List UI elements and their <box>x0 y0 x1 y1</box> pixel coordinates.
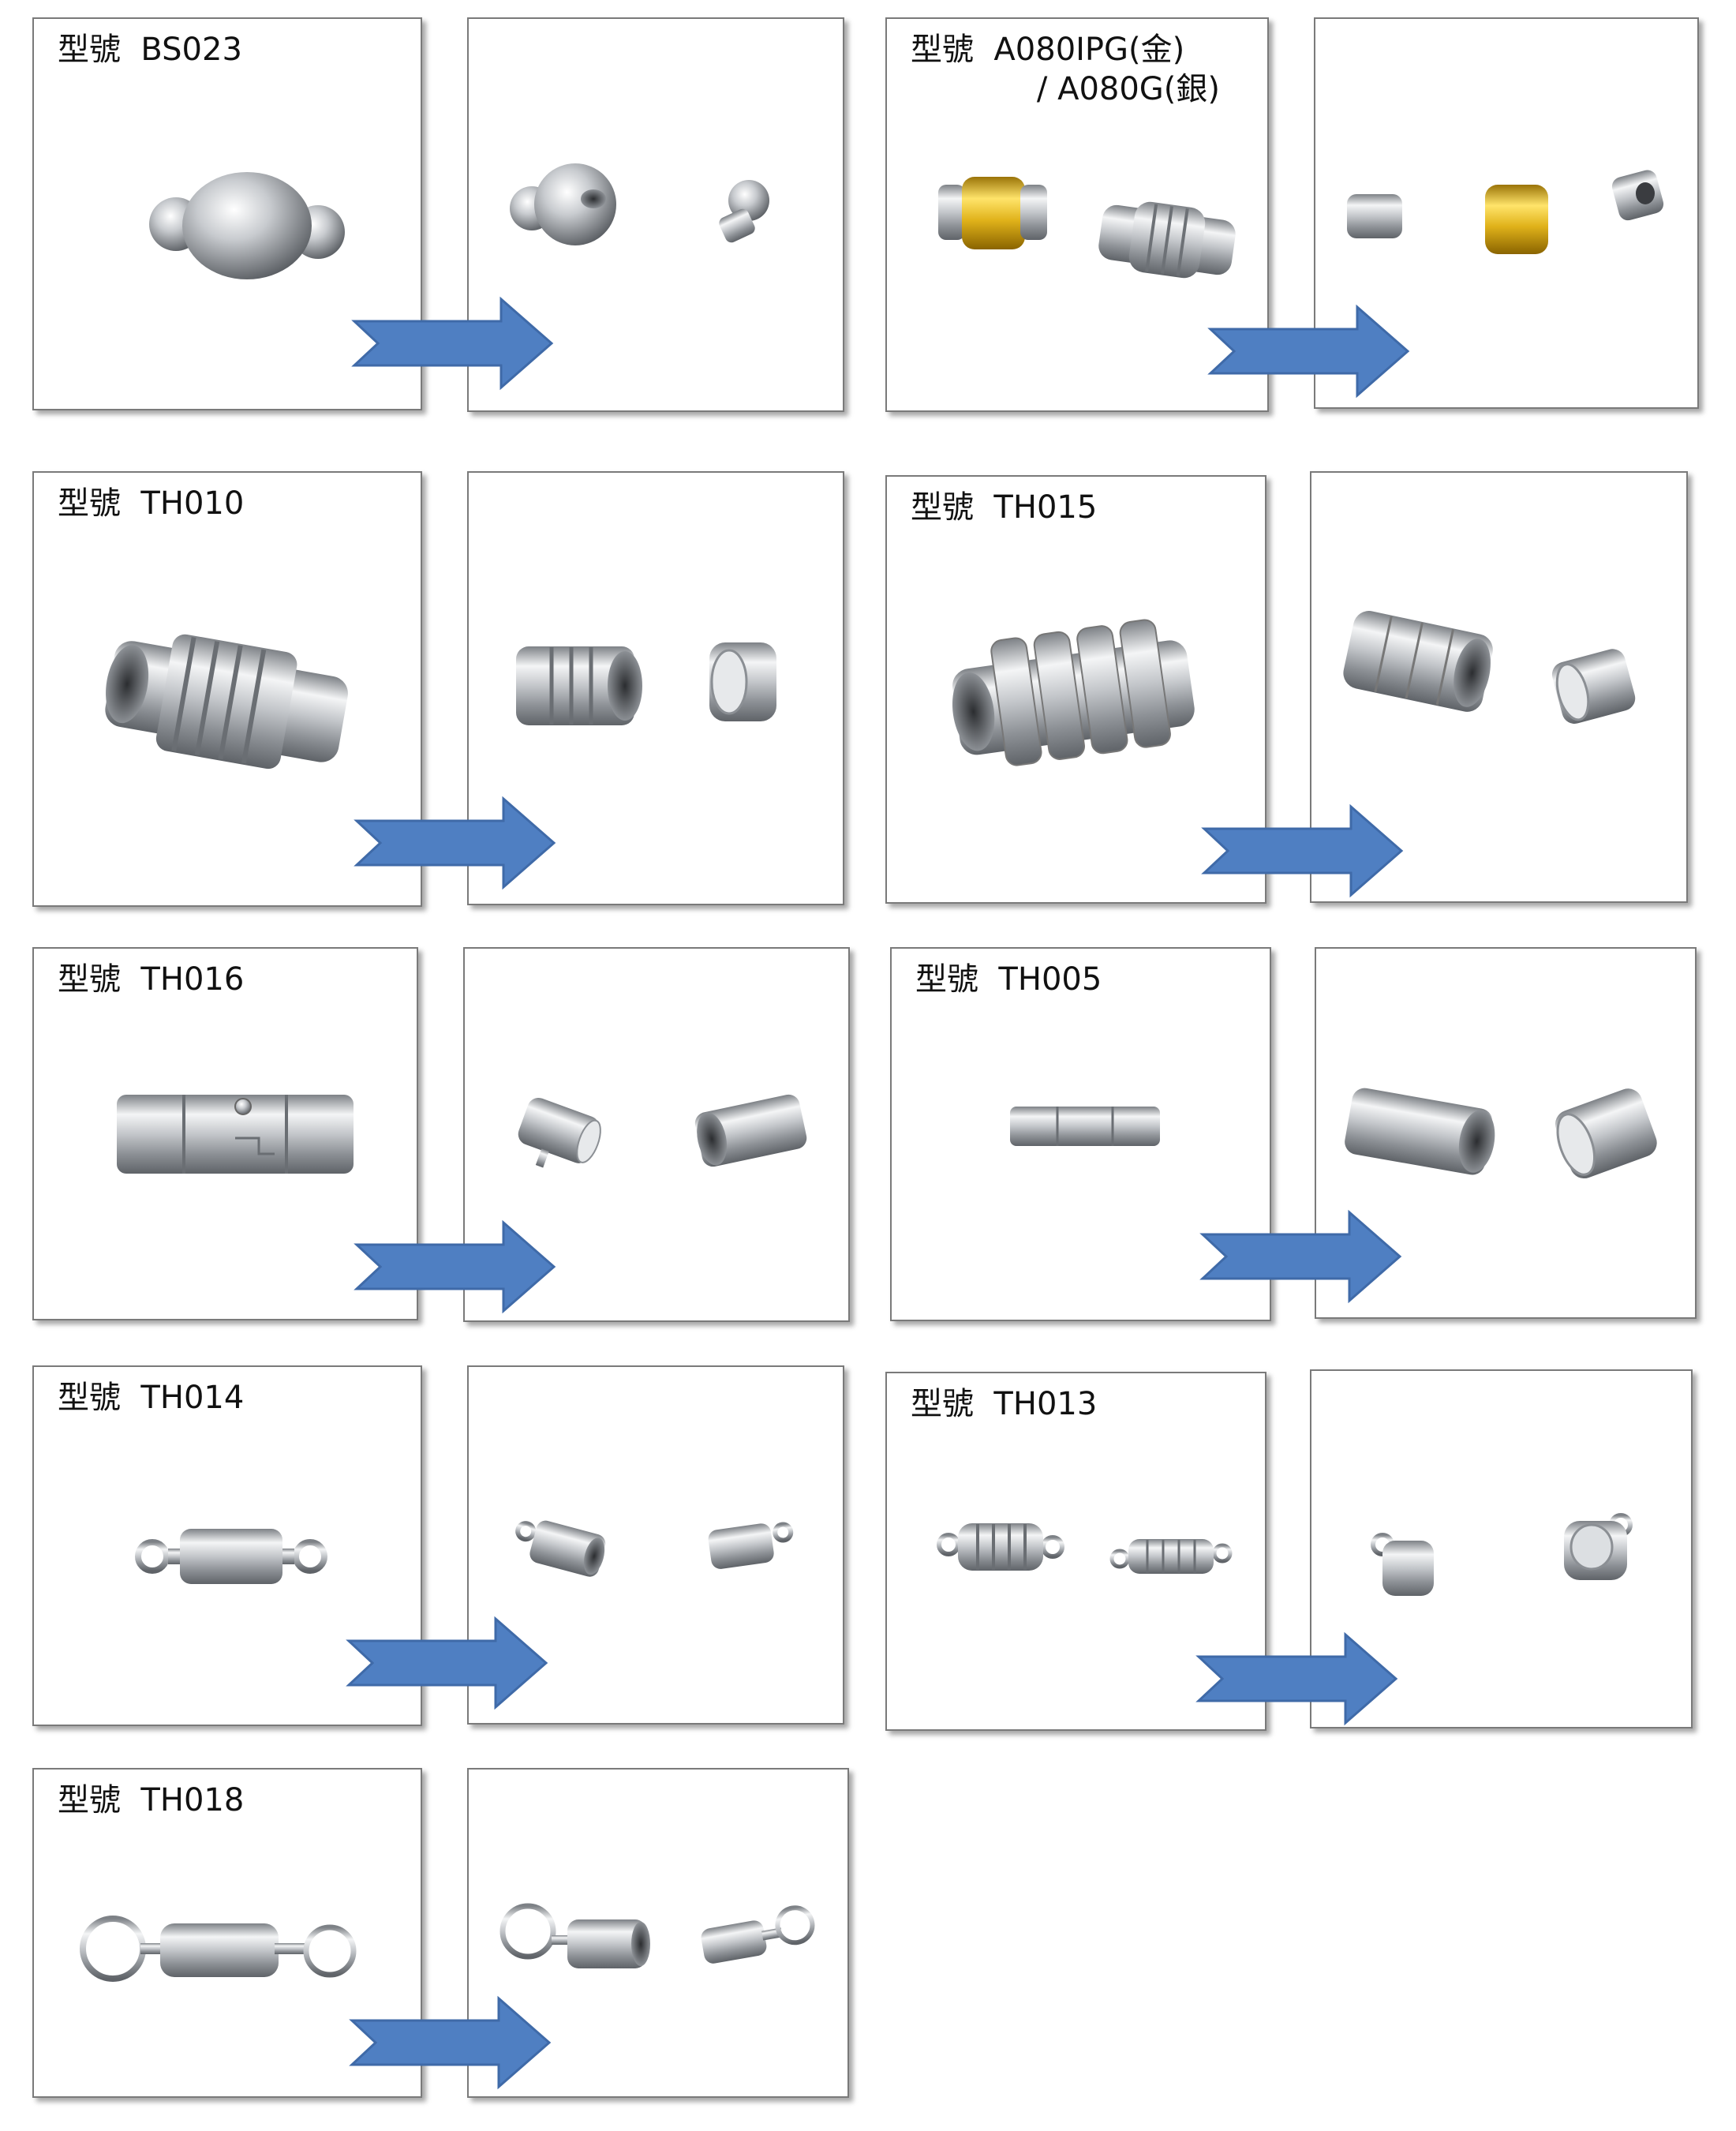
clasp-th016-assembled <box>117 1095 354 1174</box>
clasp-a080-silver <box>1098 201 1236 279</box>
arrow-icon <box>354 796 556 890</box>
model-label: 型號 TH018 <box>58 1782 245 1818</box>
model-label: 型號 TH010 <box>58 485 245 522</box>
clasp-th010-part-a <box>516 646 642 725</box>
clasp-bs023-assembled <box>149 172 345 279</box>
arrow-icon <box>1195 1631 1398 1726</box>
clasp-a080-part-b <box>1485 185 1548 254</box>
clasp-th015-part-a <box>1343 611 1493 712</box>
clasp-a080-part-a <box>1347 194 1402 238</box>
clasp-th014-assembled <box>135 1529 327 1584</box>
clasp-bs023-part-a <box>510 163 616 245</box>
clasp-th018-part-b <box>701 1905 815 1964</box>
product-parts-th010 <box>467 471 844 905</box>
product-photo-th005: 型號 TH005 <box>890 947 1271 1321</box>
clasp-th013-gold-variant <box>937 1523 1064 1571</box>
model-label: 型號 TH016 <box>58 961 245 998</box>
clasp-th010-assembled <box>105 634 348 770</box>
clasp-th010-part-b <box>709 642 776 721</box>
clasp-th016-part-b <box>694 1094 807 1167</box>
arrow-icon <box>1207 304 1410 399</box>
clasp-a080-part-c <box>1611 170 1664 221</box>
clasp-th013-silver-variant <box>1109 1539 1233 1574</box>
product-photo-th014: 型號 TH014 <box>32 1365 422 1726</box>
clasp-th015-part-b <box>1551 649 1636 724</box>
model-label-line2: / A080G(銀) <box>1036 71 1220 107</box>
arrow-icon <box>354 1219 556 1314</box>
clasp-th005-assembled <box>1010 1107 1160 1146</box>
product-parts-a080 <box>1314 17 1699 409</box>
model-label: 型號 TH015 <box>911 489 1098 526</box>
clasp-th005-part-b <box>1555 1088 1657 1179</box>
clasp-th013-part-a <box>1371 1533 1434 1596</box>
arrow-icon <box>1199 1209 1402 1304</box>
model-label: 型號 BS023 <box>58 32 242 68</box>
model-label: 型號 TH005 <box>915 961 1102 998</box>
clasp-th005-part-a <box>1345 1088 1495 1175</box>
arrow-icon <box>351 296 554 391</box>
clasp-th016-part-a <box>518 1097 601 1168</box>
clasp-th018-part-a <box>499 1903 650 1968</box>
clasp-th015-assembled <box>952 619 1195 766</box>
clasp-th018-assembled <box>80 1916 357 1982</box>
clasp-bs023-part-b <box>719 180 769 243</box>
arrow-icon <box>346 1616 548 1710</box>
product-photo-th015: 型號 TH015 <box>885 475 1266 904</box>
product-photo-bs023: 型號 BS023 <box>32 17 422 410</box>
product-photo-a080: 型號 A080IPG(金) / A080G(銀) <box>885 17 1269 412</box>
clasp-th014-part-a <box>515 1520 606 1577</box>
model-label: 型號 A080IPG(金) <box>911 32 1185 68</box>
arrow-icon <box>1201 803 1404 898</box>
product-photo-th010: 型號 TH010 <box>32 471 422 907</box>
clasp-a080-gold <box>938 177 1047 249</box>
product-photo-th018: 型號 TH018 <box>32 1768 422 2098</box>
product-photo-th016: 型號 TH016 <box>32 947 418 1320</box>
clasp-th013-part-b <box>1564 1513 1633 1580</box>
product-photo-th013: 型號 TH013 <box>885 1372 1266 1731</box>
arrow-icon <box>349 1995 552 2090</box>
clasp-th014-part-b <box>708 1522 794 1569</box>
model-label: 型號 TH014 <box>58 1380 245 1416</box>
model-label: 型號 TH013 <box>911 1386 1098 1422</box>
